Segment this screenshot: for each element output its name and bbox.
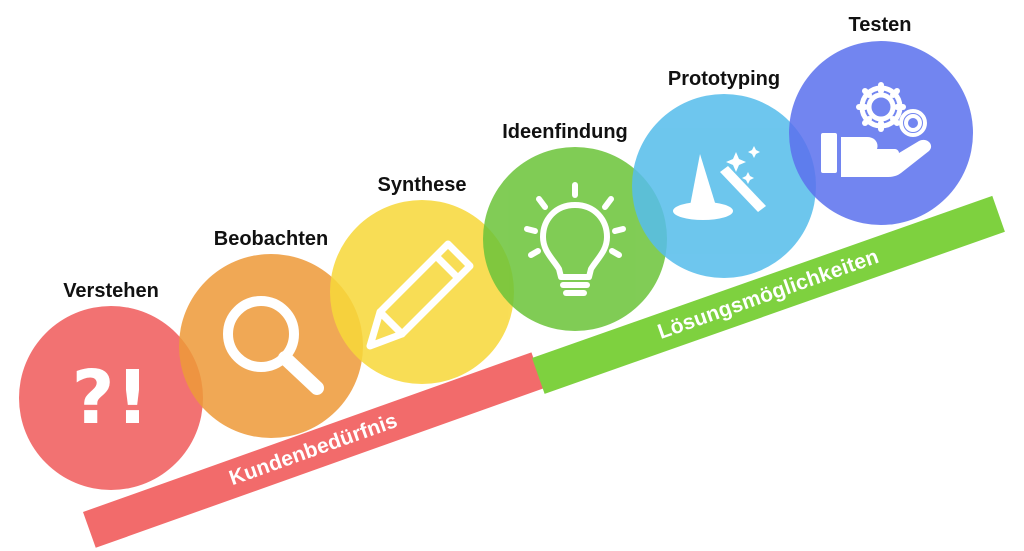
step-label-verstehen: Verstehen: [63, 280, 159, 302]
step-label-synthese: Synthese: [377, 174, 467, 196]
gears-hand-icon: [821, 82, 932, 177]
step-verstehen: ?!: [19, 306, 203, 490]
question-exclamation-icon: ?!: [71, 355, 151, 441]
magnifier-icon: [223, 296, 324, 395]
step-prototyping: [632, 94, 816, 278]
pencil-icon: [366, 240, 474, 350]
step-label-beobachten: Beobachten: [213, 228, 329, 250]
step-label-prototyping: Prototyping: [667, 68, 781, 90]
magic-wand-icon: [673, 146, 766, 220]
step-synthese: [330, 200, 514, 384]
step-label-testen: Testen: [848, 14, 912, 36]
step-label-ideenfindung: Ideenfindung: [502, 121, 628, 143]
lightbulb-icon: [524, 182, 626, 296]
step-testen: [789, 41, 973, 225]
